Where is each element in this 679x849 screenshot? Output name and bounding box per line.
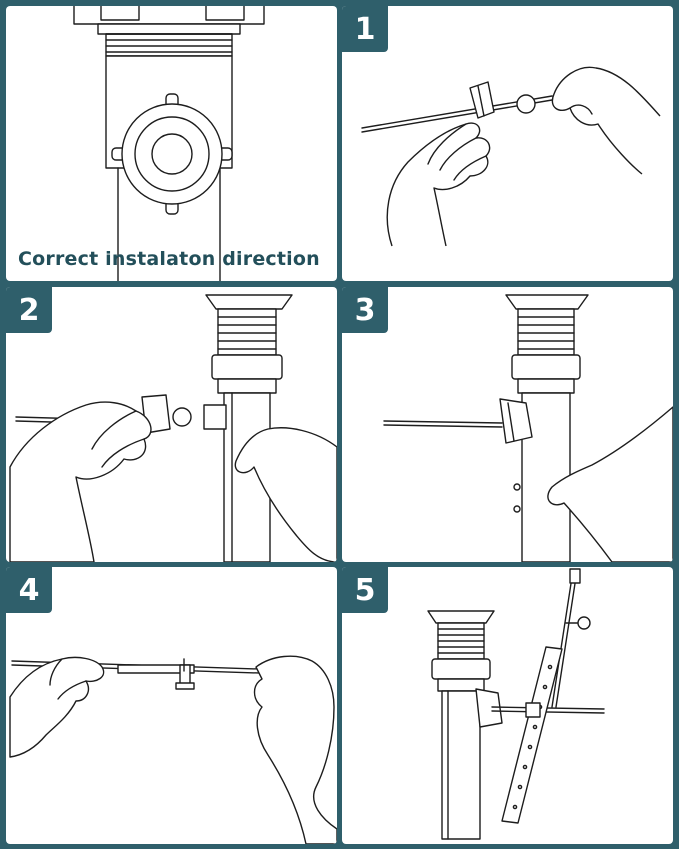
- step-badge-2: 2: [6, 287, 52, 333]
- hand-icon: [361, 66, 661, 247]
- panel-installation-direction: Correct instalaton direction: [6, 6, 337, 281]
- panel-step-4: 4: [6, 567, 337, 844]
- panel-step-1: 1: [342, 6, 673, 281]
- panel-step-5: 5: [342, 567, 673, 844]
- pop-up-drain-icon: [9, 294, 337, 562]
- panel-step-3: 3: [342, 287, 673, 562]
- step-badge-1: 1: [342, 6, 388, 52]
- pivot-rod-icon: [383, 294, 673, 562]
- panel-step-2: 2: [6, 287, 337, 562]
- step-badge-3: 3: [342, 287, 388, 333]
- step-badge-5: 5: [342, 567, 388, 613]
- drain-fitting-icon: [73, 6, 265, 281]
- pop-up-drain-assembled-icon: [427, 568, 605, 840]
- step-badge-4: 4: [6, 567, 52, 613]
- clevis-strap-icon: [9, 655, 337, 844]
- installation-direction-caption: Correct instalaton direction: [18, 248, 320, 270]
